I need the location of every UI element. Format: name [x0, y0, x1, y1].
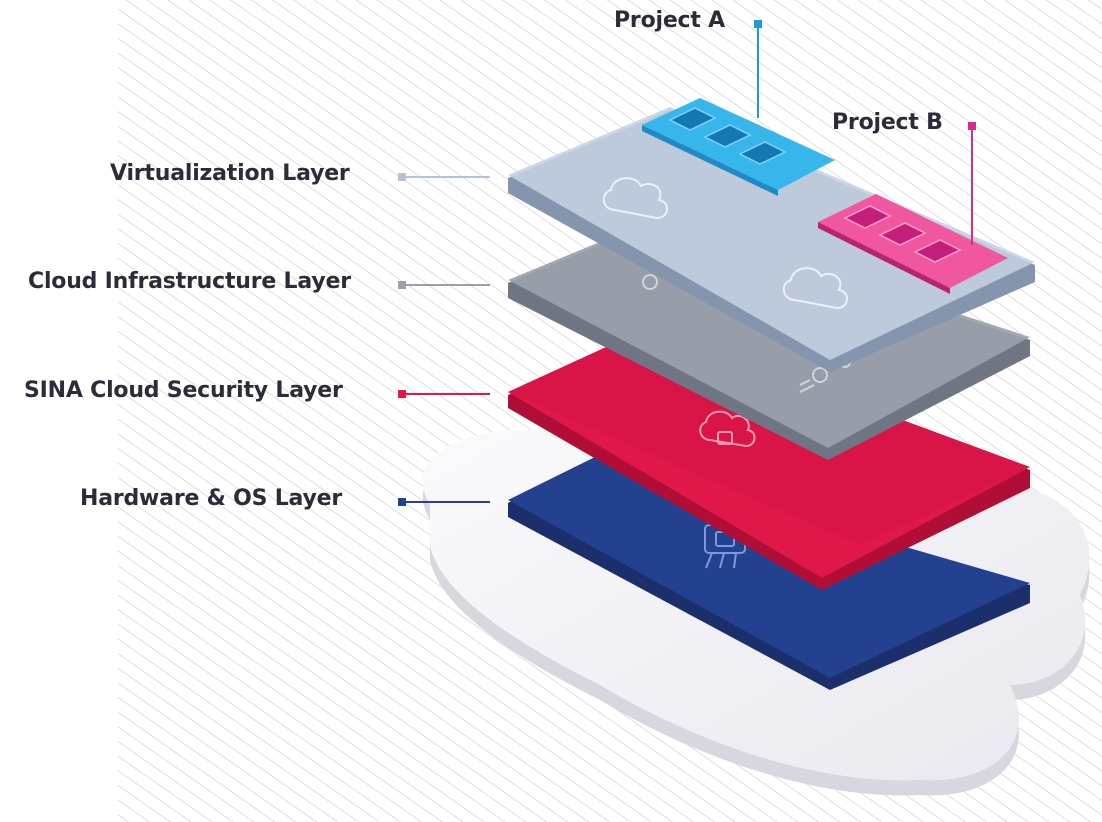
label-project-b: Project B: [832, 110, 943, 135]
label-security-layer: SINA Cloud Security Layer: [24, 378, 343, 403]
project-b-tray: [818, 194, 1008, 294]
label-hardware-os-layer: Hardware & OS Layer: [80, 486, 343, 511]
marker-virtualization: [398, 173, 406, 181]
marker-hardware: [398, 498, 406, 506]
security-plate: [508, 327, 1030, 590]
marker-infrastructure: [398, 281, 406, 289]
label-virtualization-layer: Virtualization Layer: [110, 161, 350, 186]
marker-security: [398, 390, 406, 398]
app-icon: [668, 107, 787, 165]
cloud-lock-icon: [699, 410, 756, 448]
marker-project-b: [968, 122, 976, 130]
marker-project-a: [754, 20, 762, 28]
label-project-a: Project A: [614, 8, 725, 33]
app-icon: [843, 205, 962, 263]
virtualization-plate: [508, 107, 1035, 372]
project-a-tray: [642, 98, 835, 196]
hardware-os-plate: [508, 457, 1030, 690]
label-cloud-infrastructure-layer: Cloud Infrastructure Layer: [28, 269, 351, 294]
cloud-layers-icon: [602, 177, 848, 310]
